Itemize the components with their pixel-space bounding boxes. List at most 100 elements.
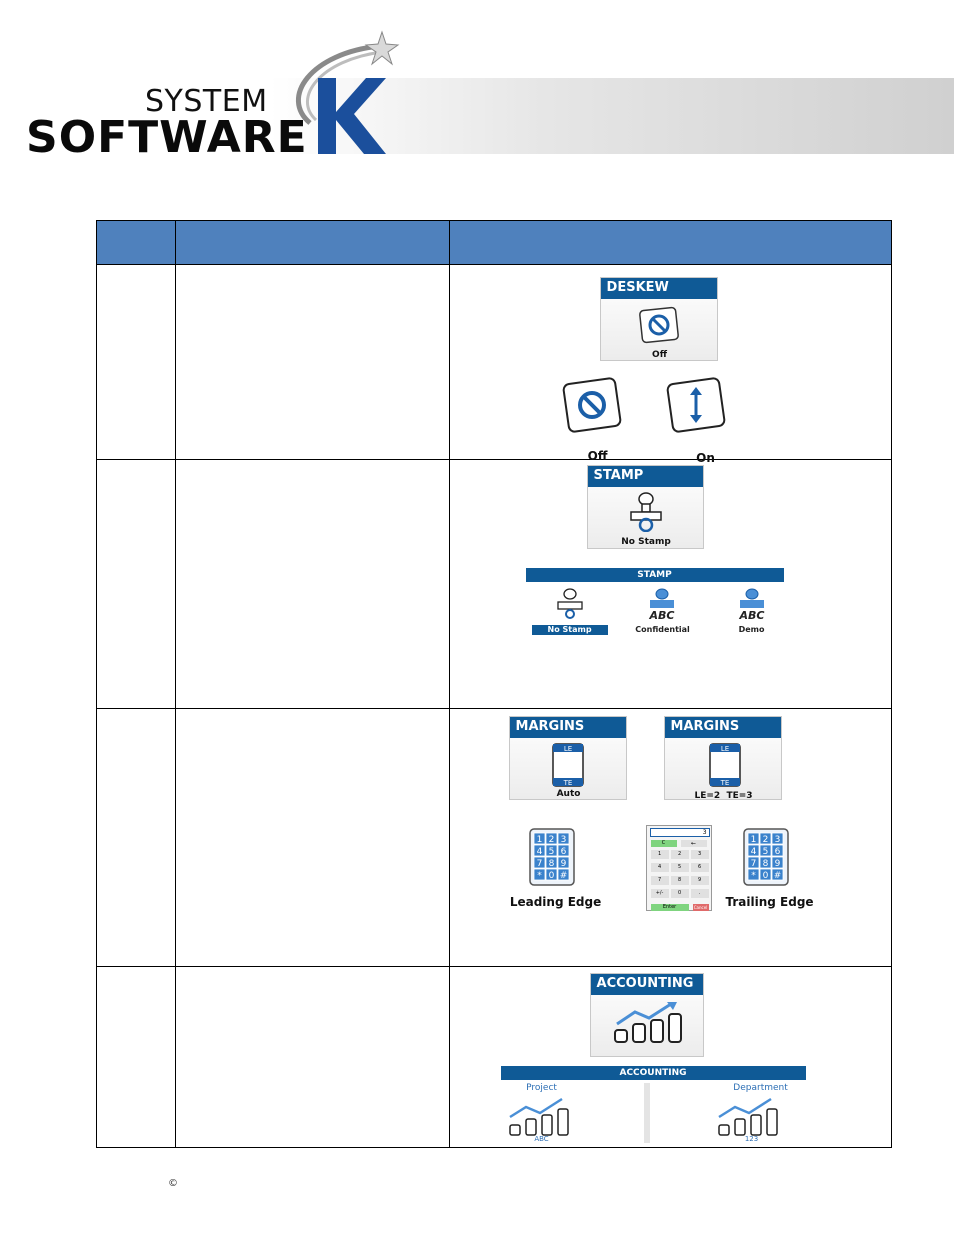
keypad-key-label: * — [537, 871, 542, 881]
stamp-bar-title: STAMP — [525, 568, 784, 582]
number-key[interactable]: 8 — [670, 876, 689, 885]
number-key[interactable]: . — [690, 889, 709, 898]
deskew-cell: DESKEW Off Off — [448, 264, 893, 465]
deskew-tile[interactable]: DESKEW Off — [599, 277, 718, 361]
deskew-tile-label: Off — [652, 350, 667, 360]
number-key[interactable]: 6 — [690, 863, 709, 872]
department-chart-icon[interactable] — [717, 1097, 787, 1139]
cancel-button[interactable]: Cancel — [692, 904, 709, 911]
keypad-key — [759, 868, 771, 881]
keypad-key — [759, 844, 771, 857]
svg-text:ABC: ABC — [738, 609, 764, 622]
keypad-key-label: 4 — [750, 847, 756, 857]
stamp-tile-title: STAMP — [587, 466, 703, 487]
header-cell — [96, 220, 176, 265]
number-key[interactable]: 2 — [670, 850, 689, 859]
keypad-key-label: 4 — [536, 847, 542, 857]
keypad-key-label: 6 — [774, 847, 780, 857]
svg-text:LE: LE — [563, 745, 571, 753]
keypad-key-label: 3 — [560, 835, 566, 845]
accounting-bar-title: ACCOUNTING — [500, 1066, 806, 1080]
keypad-key — [747, 832, 759, 845]
keypad-key-label: 8 — [548, 859, 554, 869]
keypad-key — [771, 868, 783, 881]
keypad-key — [747, 868, 759, 881]
keypad-key-label: 3 — [774, 835, 780, 845]
margins-tile-title: MARGINS — [664, 717, 781, 738]
deskew-tile-title: DESKEW — [600, 278, 717, 299]
accounting-project-title: Project — [526, 1083, 557, 1093]
header-banner — [270, 78, 954, 154]
logo-software-text: SOFTWARE — [26, 112, 308, 163]
accounting-tile[interactable]: ACCOUNTING — [589, 973, 704, 1057]
number-key[interactable]: +/- — [650, 889, 669, 898]
number-entry-display: 3 — [649, 828, 710, 837]
svg-text:TE: TE — [562, 779, 572, 787]
demo-stamp-icon: ABC — [738, 588, 764, 622]
keypad-key — [545, 868, 557, 881]
margins-auto-label: Auto — [556, 789, 581, 799]
trailing-edge-label: Trailing Edge — [725, 895, 814, 909]
number-key[interactable]: 5 — [670, 863, 689, 872]
keypad-key — [771, 832, 783, 845]
feature-table: DESKEW Off Off — [96, 220, 893, 1148]
no-stamp-icon — [556, 588, 583, 619]
deskew-on-option-icon[interactable] — [664, 375, 734, 439]
stamp-option-confidential[interactable]: Confidential — [635, 625, 690, 634]
clear-button[interactable]: C — [650, 840, 677, 847]
margins-cell: MARGINS LE TE Auto MARGINS — [448, 708, 893, 967]
keypad-key — [533, 844, 545, 857]
keypad-key — [557, 868, 569, 881]
keypad-key — [533, 856, 545, 869]
deskew-off-option-icon[interactable] — [560, 375, 630, 439]
keypad-key-label: # — [559, 871, 567, 881]
stamp-option-demo[interactable]: Demo — [738, 625, 765, 634]
number-key[interactable]: 0 — [670, 889, 689, 898]
number-key[interactable]: 3 — [690, 850, 709, 859]
keypad-key-label: 0 — [762, 871, 768, 881]
enter-button[interactable]: Enter — [650, 904, 689, 911]
project-chart-icon[interactable] — [508, 1097, 578, 1139]
confidential-stamp-icon: ABC — [648, 588, 674, 622]
number-key[interactable]: 4 — [650, 863, 669, 872]
margins-page-icon: LE TE — [708, 743, 741, 787]
margins-auto-tile[interactable]: MARGINS LE TE Auto — [508, 716, 627, 800]
keypad-key-label: 5 — [548, 847, 554, 857]
accounting-chart-icon — [613, 1002, 682, 1043]
keypad-key — [747, 856, 759, 869]
keypad-key-label: 2 — [548, 835, 554, 845]
keypad-key — [545, 844, 557, 857]
backspace-button[interactable]: ← — [680, 840, 707, 847]
number-key[interactable]: 9 — [690, 876, 709, 885]
keypad-key-label: 5 — [762, 847, 768, 857]
keypad-key-label: * — [751, 871, 756, 881]
footer-copyright: © — [168, 1178, 178, 1189]
stamp-tile-label: No Stamp — [621, 537, 671, 547]
stamp-cell: STAMP No Stamp STAMP No Stamp — [448, 459, 893, 709]
svg-text:ABC: ABC — [648, 609, 674, 622]
keypad-key — [747, 844, 759, 857]
keypad-key-label: 2 — [762, 835, 768, 845]
svg-text:TE: TE — [719, 779, 729, 787]
table-header-row — [96, 220, 893, 265]
margins-custom-tile[interactable]: MARGINS LE TE LE=2 TE=3 — [663, 716, 782, 801]
keypad-key — [557, 832, 569, 845]
margins-page-icon: LE TE — [551, 743, 584, 787]
leading-edge-label: Leading Edge — [509, 895, 602, 909]
keypad-key-label: 1 — [750, 835, 756, 845]
stamp-tile[interactable]: STAMP No Stamp — [586, 465, 704, 549]
table-row: MARGINS LE TE Auto MARGINS — [96, 708, 893, 967]
keypad-key-label: 6 — [560, 847, 566, 857]
stamp-option-no-stamp[interactable]: No Stamp — [531, 625, 608, 635]
number-key[interactable]: 1 — [650, 850, 669, 859]
keypad-key — [557, 856, 569, 869]
accounting-cell: ACCOUNTING ACCOUNTING Project — [448, 966, 893, 1148]
keypad-key — [557, 844, 569, 857]
stamp-icon — [629, 492, 662, 532]
margins-tile-title: MARGINS — [509, 717, 626, 738]
number-key[interactable]: 7 — [650, 876, 669, 885]
